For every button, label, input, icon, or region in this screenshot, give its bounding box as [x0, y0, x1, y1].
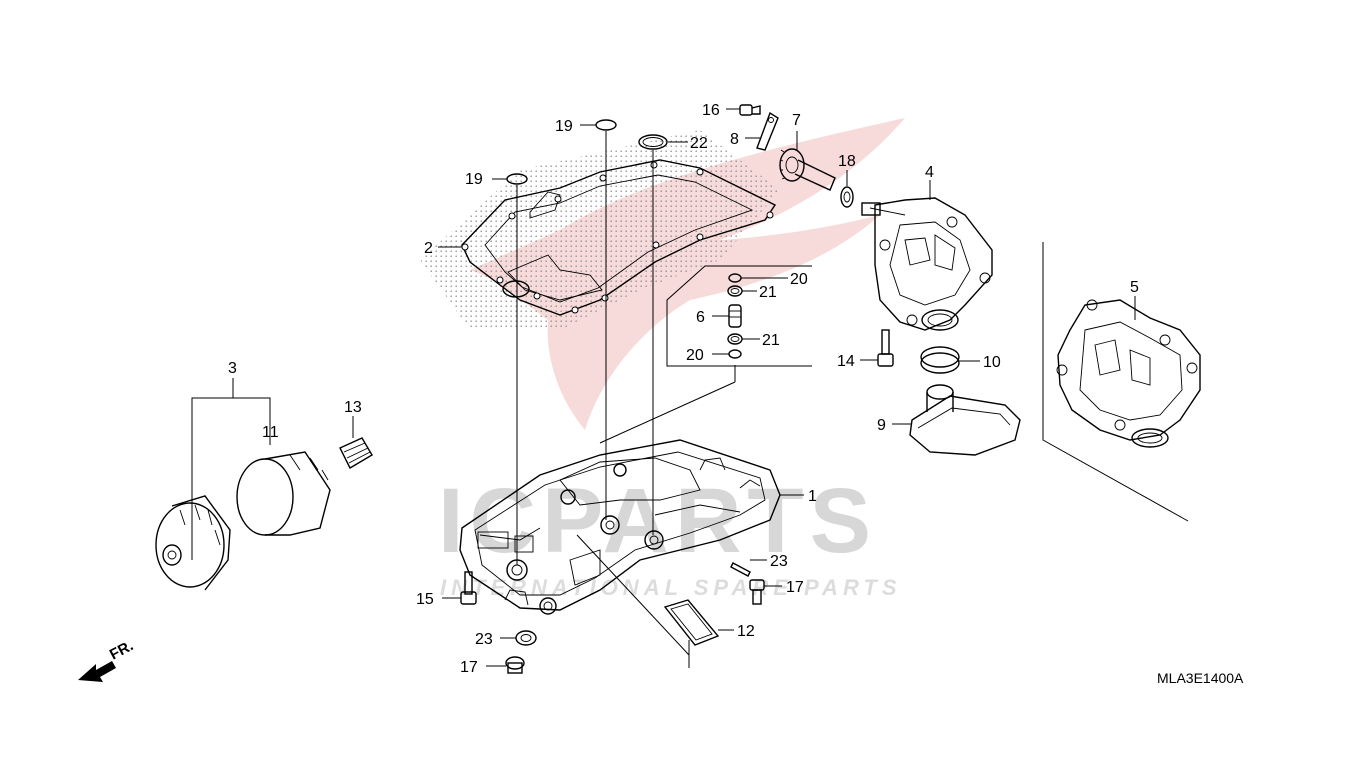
callout-18: 18: [838, 153, 856, 170]
washer-23-lower: [515, 630, 537, 646]
callout-4: 4: [925, 164, 934, 181]
callout-17-upper: 17: [786, 579, 804, 596]
callout-leaders: [352, 108, 1136, 667]
callout-7: 7: [792, 112, 801, 129]
watermark: ICPARTS INTERNATIONAL SPARE PARTS: [438, 118, 905, 600]
front-label: FR.: [107, 637, 136, 663]
callout-20-upper: 20: [790, 271, 808, 288]
callout-1: 1: [808, 488, 817, 505]
washer-18: [840, 186, 854, 208]
oil-screen-12: [663, 599, 720, 646]
callout-6: 6: [696, 309, 705, 326]
callout-15: 15: [416, 591, 434, 608]
callout-5: 5: [1130, 279, 1139, 296]
oil-strainer-9: [909, 384, 1021, 456]
diagram-code: MLA3E1400A: [1157, 670, 1244, 686]
oil-pump-5: [1056, 299, 1201, 448]
bolt-14: [877, 329, 894, 367]
assembly-guide-lines: [516, 131, 736, 668]
oil-filter-cartridge: [155, 495, 231, 591]
callout-9: 9: [877, 417, 886, 434]
watermark-tagline: INTERNATIONAL SPARE PARTS: [440, 575, 902, 600]
seal-10: [920, 346, 960, 374]
oil-pan-gasket: [420, 130, 780, 330]
callout-3: 3: [228, 360, 237, 377]
watermark-brand: ICPARTS: [438, 470, 877, 572]
drive-gear-7: [779, 148, 836, 191]
callout-11: 11: [262, 424, 279, 441]
callout-13: 13: [344, 399, 362, 416]
callout-21-lower: 21: [762, 332, 780, 349]
drain-bolt-17-lower: [505, 656, 525, 674]
callout-10: 10: [983, 354, 1001, 371]
nipple-13: [339, 437, 373, 469]
callout-2: 2: [424, 240, 433, 257]
callout-16: 16: [702, 102, 720, 119]
pump-5-frame: [1042, 242, 1189, 522]
callout-23-lower: 23: [475, 631, 493, 648]
oil-filter-assembly-3: [191, 378, 271, 560]
front-direction-indicator: FR.: [78, 637, 136, 682]
callout-17-lower: 17: [460, 659, 478, 676]
bolt-16: [739, 104, 761, 116]
callout-12: 12: [737, 623, 755, 640]
relief-valve-bracket: [666, 265, 812, 367]
retaining-plate-8: [756, 111, 779, 151]
callout-14: 14: [837, 353, 855, 370]
o-ring-19-upper: [595, 119, 617, 131]
callout-20-lower: 20: [686, 347, 704, 364]
oil-filter-element-11: [236, 451, 331, 536]
oil-pan: [459, 439, 781, 615]
callout-8: 8: [730, 131, 739, 148]
relief-valve-parts: [727, 273, 743, 359]
watermark-wing-logo: [470, 118, 905, 430]
callout-19-lower: 19: [465, 171, 483, 188]
callout-19-upper: 19: [555, 118, 573, 135]
callout-21-upper: 21: [759, 284, 777, 301]
oil-pump-4: [861, 197, 993, 331]
o-ring-22: [638, 134, 668, 150]
callout-23-upper: 23: [770, 553, 788, 570]
callout-labels: 2 19 19 22 16 8 7 18 4 5 20 21 6 21 20 1…: [228, 102, 1139, 676]
front-arrow-icon: [78, 661, 116, 682]
washer-23-upper: [730, 562, 751, 577]
callout-22: 22: [690, 135, 708, 152]
drain-bolt-17-upper: [749, 579, 765, 605]
